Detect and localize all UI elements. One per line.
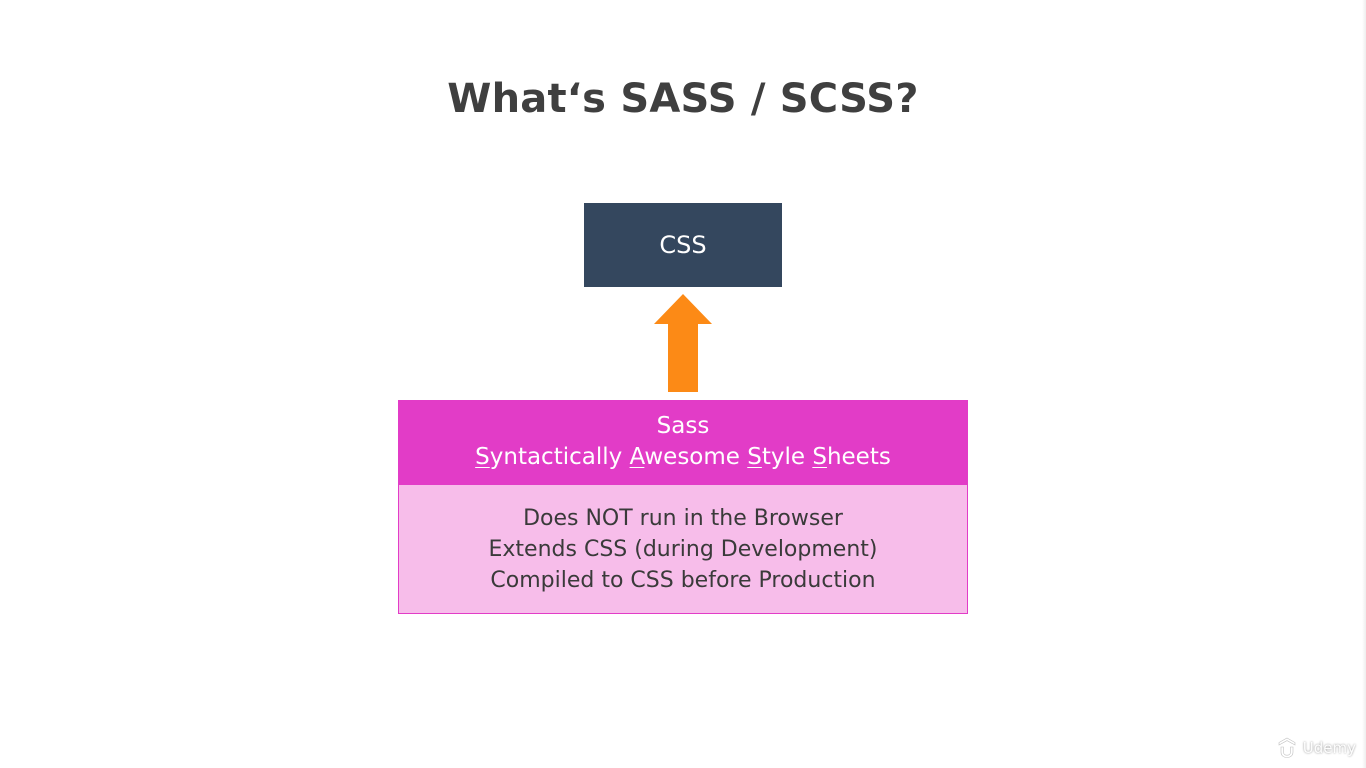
sass-expansion-rest: wesome [644, 444, 748, 470]
sass-expansion-word: Awesome [630, 444, 748, 470]
sass-expansion-word: Sheets [812, 444, 891, 470]
sass-expansion-rest: heets [826, 444, 891, 470]
up-arrow-icon [654, 294, 712, 392]
sass-expansion-word: Syntactically [475, 444, 629, 470]
window-edge [1362, 0, 1366, 768]
sass-title: Sass [656, 413, 710, 439]
udemy-logo-icon [1278, 737, 1296, 758]
udemy-watermark-text: Udemy [1302, 739, 1356, 757]
css-box-label: CSS [659, 231, 707, 259]
sass-expansion-rest: tyle [761, 444, 813, 470]
sass-expansion-initial: S [475, 444, 490, 470]
sass-expansion: Syntactically Awesome Style Sheets [475, 442, 891, 473]
sass-expansion-initial: S [812, 444, 827, 470]
udemy-watermark: Udemy [1275, 736, 1356, 760]
sass-point: Compiled to CSS before Production [490, 567, 876, 593]
css-box: CSS [584, 203, 782, 287]
sass-expansion-rest: yntactically [489, 444, 630, 470]
slide-title: What‘s SASS / SCSS? [447, 76, 919, 122]
sass-expansion-initial: S [747, 444, 762, 470]
sass-point: Extends CSS (during Development) [488, 536, 878, 562]
sass-description-box: Does NOT run in the Browser Extends CSS … [398, 484, 968, 614]
sass-expansion-initial: A [629, 444, 645, 470]
sass-header: Sass Syntactically Awesome Style Sheets [398, 400, 968, 484]
sass-expansion-word: Style [747, 444, 812, 470]
sass-point: Does NOT run in the Browser [523, 505, 843, 531]
